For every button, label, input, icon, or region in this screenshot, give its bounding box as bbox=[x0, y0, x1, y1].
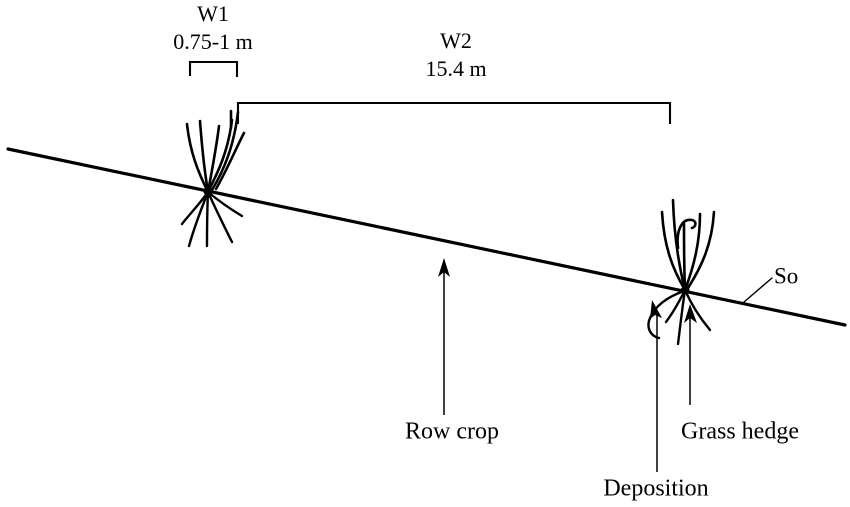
hedge-blade bbox=[214, 131, 246, 191]
deposition-flow-group bbox=[647, 289, 686, 340]
hedge-root bbox=[206, 190, 234, 244]
w1-bracket bbox=[188, 60, 239, 77]
w2-value-label: 15.4 m bbox=[425, 56, 486, 81]
hedge-root bbox=[676, 288, 687, 346]
w2-dimension-group: W2 15.4 m bbox=[236, 28, 672, 124]
w2-bracket bbox=[236, 101, 672, 124]
slope-label: So bbox=[774, 263, 798, 288]
hedge-blade bbox=[210, 110, 240, 192]
ground-slope-group: So bbox=[6, 147, 847, 327]
upslope-grass-hedge-plant bbox=[180, 109, 246, 248]
row-crop-callout: Row crop bbox=[405, 258, 499, 445]
hedge-blade bbox=[683, 212, 702, 292]
hedge-blade bbox=[198, 119, 210, 194]
grass-hedge-arrowhead bbox=[650, 300, 662, 319]
hedge-blade bbox=[682, 222, 687, 292]
downslope-grass-hedge-plant bbox=[660, 198, 716, 346]
w2-name-label: W2 bbox=[440, 28, 472, 53]
hedge-blade-hooked bbox=[676, 218, 697, 250]
deposition-callout: Deposition bbox=[603, 304, 709, 502]
row-crop-label: Row crop bbox=[405, 419, 499, 445]
hedge-root bbox=[205, 190, 210, 248]
deposition-arrowhead bbox=[684, 304, 697, 323]
deposition-label: Deposition bbox=[603, 476, 708, 502]
slope-line bbox=[6, 147, 847, 327]
hedge-root bbox=[683, 288, 712, 332]
hedge-blade bbox=[660, 210, 687, 292]
grass-hedge-label: Grass hedge bbox=[681, 419, 799, 445]
hedge-blade bbox=[686, 210, 716, 290]
hedge-root bbox=[180, 190, 210, 226]
hedge-root bbox=[187, 190, 210, 248]
hedge-base-node bbox=[203, 188, 213, 196]
hedge-blade bbox=[185, 122, 210, 194]
hedge-blade bbox=[206, 124, 221, 194]
row-crop-arrowhead bbox=[438, 258, 450, 277]
grass-hedge-callout: Grass hedge bbox=[650, 300, 799, 472]
w1-name-label: W1 bbox=[197, 1, 229, 26]
hedge-root bbox=[206, 190, 244, 218]
w1-value-label: 0.75-1 m bbox=[173, 29, 252, 54]
slope-label-leader bbox=[743, 277, 773, 303]
deposition-curve bbox=[647, 289, 686, 340]
hedge-root bbox=[664, 288, 687, 324]
w1-dimension-group: W1 0.75-1 m bbox=[173, 1, 253, 77]
